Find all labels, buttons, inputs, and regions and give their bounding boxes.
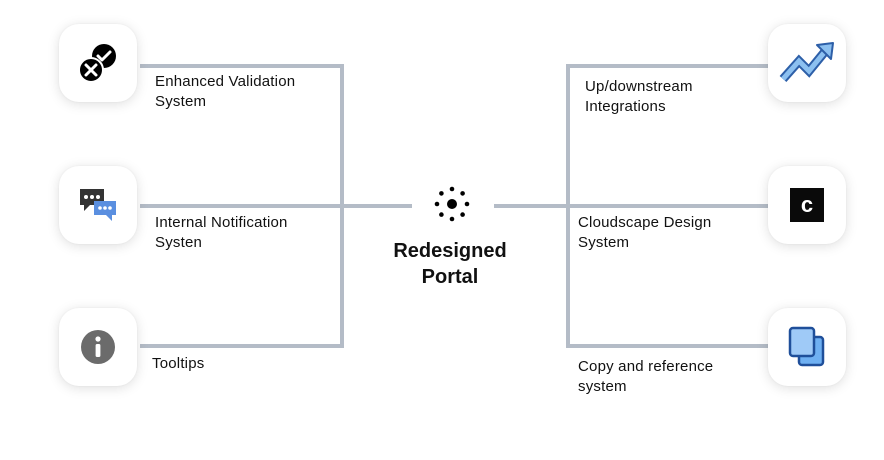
cloudscape-logo-icon: c xyxy=(790,188,824,222)
label-line: Cloudscape Design xyxy=(578,214,712,231)
label-tooltips: Tooltips xyxy=(152,354,204,374)
dot-cluster-icon xyxy=(434,186,470,222)
label-line: System xyxy=(578,234,630,251)
label-line: system xyxy=(578,378,627,395)
label-copy-reference: Copy and reference system xyxy=(578,357,713,397)
label-line: Tooltips xyxy=(152,355,205,372)
validation-card xyxy=(59,24,137,102)
tooltips-card xyxy=(59,308,137,386)
label-integrations: Up/downstream Integrations xyxy=(585,77,693,117)
label-line: Integrations xyxy=(585,98,666,115)
center-title-line1: Redesigned xyxy=(393,240,507,262)
label-line: Copy and reference xyxy=(578,358,714,375)
label-line: System xyxy=(155,93,207,110)
label-line: Up/downstream xyxy=(585,78,693,95)
label-line: Systen xyxy=(155,234,203,251)
label-line: Internal Notification xyxy=(155,214,288,231)
label-line: Enhanced Validation xyxy=(155,73,296,90)
notification-card xyxy=(59,166,137,244)
integrations-card xyxy=(768,24,846,102)
validation-check-x-icon xyxy=(78,44,116,83)
chat-bubbles-icon xyxy=(80,189,116,221)
center-title-line2: Portal xyxy=(421,266,479,288)
cloudscape-logo-glyph: c xyxy=(800,192,814,217)
label-enhanced-validation: Enhanced Validation System xyxy=(155,72,295,112)
copy-card xyxy=(768,308,846,386)
label-cloudscape: Cloudscape Design System xyxy=(578,213,711,253)
cloudscape-card: c xyxy=(768,166,846,244)
center-title: Redesigned Portal xyxy=(360,238,540,290)
label-internal-notification: Internal Notification Systen xyxy=(155,213,288,253)
trend-arrow-icon xyxy=(779,42,834,82)
copy-icon xyxy=(788,326,825,367)
info-icon xyxy=(81,330,115,364)
